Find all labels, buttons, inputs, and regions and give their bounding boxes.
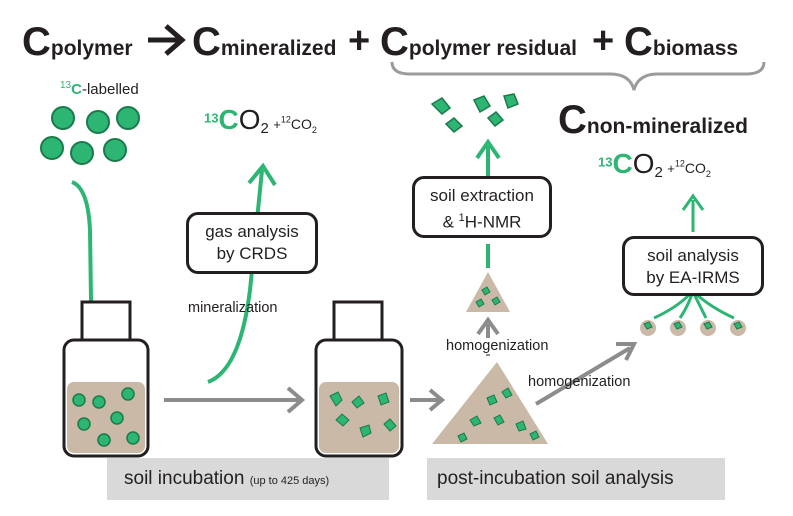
- soil-extraction-box: soil extraction & 1H-NMR: [412, 176, 552, 238]
- c-subscript: mineralized: [220, 37, 337, 60]
- co2-right: 13CO2 +12CO2: [598, 148, 711, 182]
- incubation-jar-1: [62, 300, 150, 458]
- c-letter: C: [380, 20, 409, 64]
- analysis-arrows: [653, 193, 735, 320]
- plus-sign: +: [592, 20, 615, 62]
- c-letter: C: [22, 20, 51, 64]
- homogenization-label-1: homogenization: [446, 338, 549, 354]
- co2-left: 13CO2 +12CO2: [204, 104, 317, 138]
- residual-particles: [430, 93, 519, 133]
- post-incubation-band: [427, 458, 725, 500]
- mineralization-arrow: [207, 169, 264, 384]
- mineralization-label: mineralization: [188, 300, 278, 316]
- c-polymer-residual-term: Cpolymer residual: [380, 22, 577, 62]
- c-subscript: biomass: [652, 37, 739, 60]
- labelled-caption: 13C-labelled: [60, 80, 139, 98]
- c-subscript: non-mineralized: [586, 115, 748, 138]
- gas-analysis-box: gas analysis by CRDS: [186, 212, 318, 274]
- reaction-arrow: [148, 24, 186, 56]
- polymer-particles: [40, 106, 140, 165]
- c-biomass-term: Cbiomass: [624, 22, 738, 62]
- small-soil-pile: [466, 272, 510, 312]
- soil-samples: [640, 320, 746, 336]
- c-subscript: polymer: [50, 37, 133, 60]
- c-polymer-term: Cpolymer: [22, 22, 133, 62]
- c-letter: C: [624, 20, 653, 64]
- c-letter: C: [192, 20, 221, 64]
- soil-pile: [432, 362, 548, 444]
- homogenization-arrow-3: [534, 342, 638, 406]
- incubation-jar-2: [314, 300, 404, 458]
- c-mineralized-term: Cmineralized: [192, 22, 336, 62]
- plus-sign: +: [348, 20, 371, 62]
- post-incubation-label: post-incubation soil analysis: [437, 468, 674, 489]
- soil-incubation-label: soil incubation (up to 425 days): [124, 468, 330, 489]
- c-non-mineralized-term: Cnon-mineralized: [558, 100, 748, 140]
- homogenization-label-2: homogenization: [528, 374, 631, 390]
- soil-incubation-band: [107, 458, 389, 500]
- c-letter: C: [558, 98, 587, 142]
- soil-analysis-box: soil analysis by EA-IRMS: [622, 236, 764, 296]
- extraction-arrow: [475, 138, 501, 268]
- addition-arrow: [71, 180, 94, 371]
- incubation-arrow: [164, 386, 306, 414]
- curly-brace: [390, 61, 766, 91]
- homogenization-arrow-1: [410, 388, 446, 412]
- c-subscript: polymer residual: [408, 37, 577, 60]
